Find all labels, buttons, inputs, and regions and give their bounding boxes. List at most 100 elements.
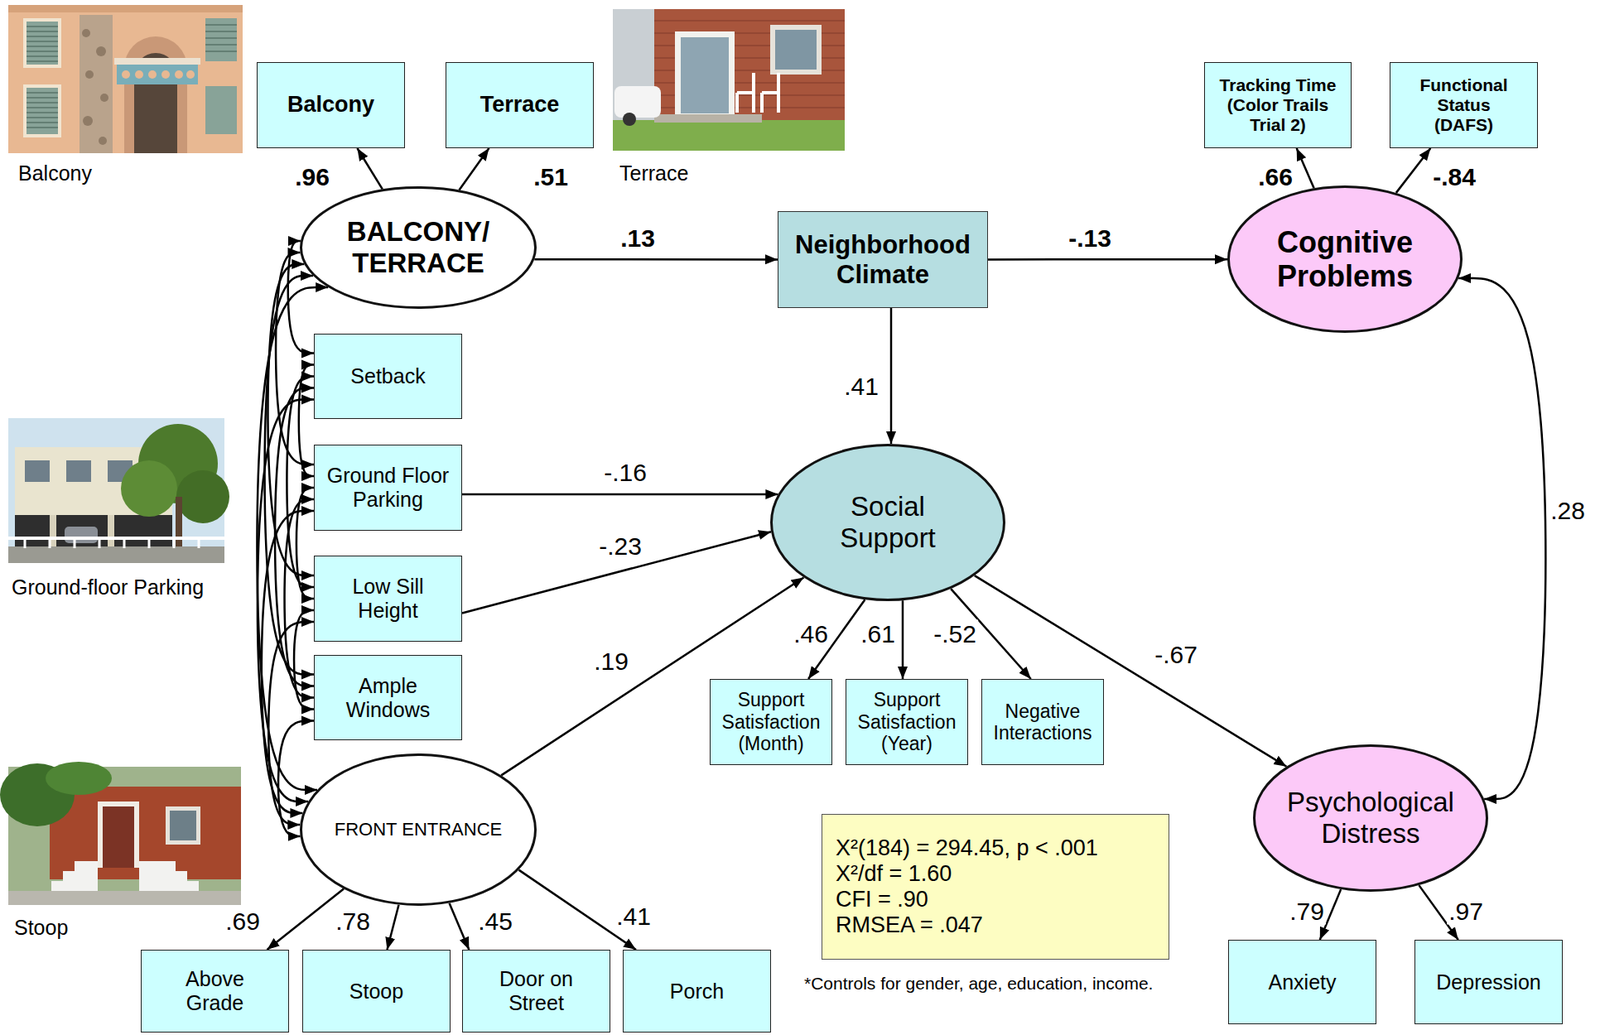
observed-box: Low Sill Height: [313, 555, 463, 642]
path-arrow: [974, 575, 1287, 767]
parking-photo-part: [120, 460, 178, 517]
path-arrow: [1458, 278, 1546, 800]
correlation-arrow: [267, 264, 314, 576]
coefficient-label: .96: [293, 163, 332, 191]
coefficient-label: .46: [791, 620, 830, 648]
correlation-arrow: [265, 275, 314, 675]
node-text: Functional Status (DAFS): [1410, 75, 1519, 135]
terrace-photo-part: [674, 31, 735, 115]
node-text: Above Grade: [161, 967, 270, 1016]
correlation-arrow: [275, 252, 314, 465]
coefficient-label: -.52: [931, 620, 979, 648]
balcony-photo-part: [116, 64, 198, 85]
node-text: Support Satisfaction (Year): [852, 689, 962, 755]
balcony-photo-part: [26, 26, 58, 62]
stoop-photo: [0, 761, 241, 906]
parking-photo-part: [107, 460, 133, 482]
node-text: Door on Street: [474, 967, 599, 1016]
balcony-photo-part-part: [98, 136, 107, 145]
parking-photo-part: [176, 470, 230, 524]
path-arrow: [901, 600, 905, 680]
path-arrow: [458, 148, 489, 191]
balcony-photo-part-part: [161, 70, 170, 79]
latent-ellipse: Cognitive Problems: [1227, 185, 1463, 333]
observed-box: Anxiety: [1228, 939, 1377, 1025]
balcony-photo-part: [8, 4, 243, 13]
ellipse-shape: [301, 187, 536, 309]
observed-box: Depression: [1414, 939, 1563, 1025]
stoop-photo-part: [49, 786, 241, 880]
node-text: Balcony: [287, 91, 375, 118]
balcony-photo-part: [205, 18, 237, 62]
stoop-photo-part: [8, 766, 241, 906]
path-arrow: [1396, 148, 1432, 193]
coefficient-label: -.67: [1152, 640, 1200, 669]
parking-photo-part: [24, 460, 50, 482]
node-text: Stoop: [349, 979, 404, 1004]
parking-photo-part: [66, 460, 92, 482]
observed-box: Tracking Time (Color Trails Trial 2): [1204, 62, 1352, 149]
correlation-arrow: [286, 376, 314, 588]
balcony-photo-part: [26, 21, 58, 65]
balcony-photo-part-part: [85, 70, 94, 79]
terrace-photo: [612, 9, 845, 151]
correlation-arrow: [274, 388, 314, 687]
observed-box: Support Satisfaction (Year): [845, 679, 969, 766]
latent-ellipse: Social Support: [770, 443, 1006, 602]
coefficient-label: .51: [531, 163, 570, 191]
node-text: Low Sill Height: [322, 574, 455, 623]
observed-box: Above Grade: [140, 949, 290, 1033]
coefficient-label: -.16: [602, 458, 649, 487]
parking-photo-part: [107, 515, 115, 549]
node-text: BALCONY/ TERRACE: [335, 216, 502, 280]
coefficient-label: .78: [333, 907, 372, 935]
balcony-photo-part: [205, 86, 237, 135]
path-arrow: [890, 308, 893, 444]
balcony-photo-part-part: [82, 115, 93, 126]
node-text: X²/df = 1.60: [835, 861, 952, 887]
node-text: CFI = .90: [835, 886, 929, 913]
balcony-photo-part-part: [186, 70, 195, 79]
coefficient-label: .41: [614, 902, 653, 931]
path-arrow: [534, 258, 778, 261]
coefficient-label: .79: [1287, 897, 1326, 926]
terrace-photo-part: [654, 20, 845, 108]
coefficient-label: .41: [842, 372, 881, 400]
observed-box: Terrace: [445, 62, 594, 149]
balcony-photo-part: [26, 87, 58, 135]
correlation-arrow: [284, 499, 314, 699]
ellipse-shape: [771, 445, 1005, 601]
parking-photo-part: [8, 546, 225, 564]
photo-caption: Stoop: [14, 916, 68, 940]
terrace-photo-part: [680, 37, 729, 114]
path-arrow: [1296, 148, 1315, 188]
correlation-arrow: [298, 365, 314, 478]
coefficient-label: -.84: [1431, 163, 1478, 191]
node-text: FRONT ENTRANCE: [334, 819, 503, 840]
balcony-photo-part: [121, 70, 195, 79]
path-arrow: [449, 903, 470, 950]
path-arrow: [386, 905, 399, 950]
latent-ellipse: BALCONY/ TERRACE: [299, 186, 537, 309]
terrace-photo-part: [654, 114, 762, 123]
balcony-photo-part: [114, 57, 201, 65]
terrace-photo-part: [770, 24, 822, 75]
ellipse-shape: [1228, 187, 1462, 333]
node-text: Cognitive Problems: [1257, 225, 1432, 294]
path-arrow: [356, 148, 382, 189]
observed-box: X²(184) = 294.45, p < .001X²/df = 1.60CF…: [821, 814, 1170, 960]
path-arrow: [462, 531, 772, 613]
parking-photo-part: [64, 526, 98, 544]
balcony-photo-part: [205, 24, 237, 52]
terrace-photo-part: [622, 112, 637, 126]
path-arrow: [987, 258, 1228, 261]
parking-photo-part: [8, 536, 225, 540]
stoop-photo-part: [139, 861, 199, 897]
node-text: Social Support: [809, 491, 967, 555]
balcony-photo-part-part: [134, 70, 144, 79]
balcony-photo-part: [26, 92, 58, 128]
observed-box: Neighborhood Climate: [777, 211, 988, 309]
balcony-photo-part-part: [81, 28, 91, 38]
node-text: Setback: [350, 364, 425, 389]
balcony-photo-part-part: [121, 70, 131, 79]
